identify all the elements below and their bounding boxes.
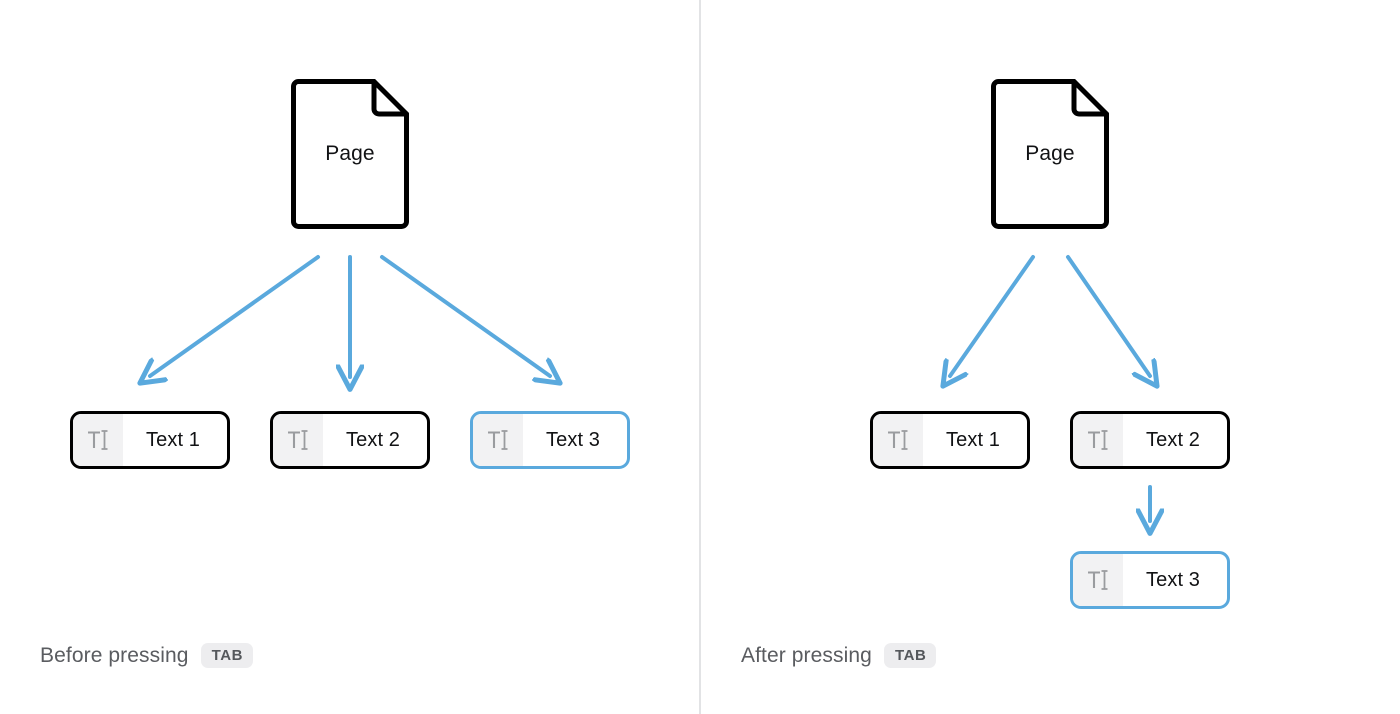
text-node-label: Text 3	[1146, 568, 1200, 591]
page-document-icon	[291, 79, 409, 229]
text-tool-icon	[1073, 554, 1123, 606]
text-node-text3-before[interactable]: Text 3	[470, 411, 630, 469]
text-tool-icon	[273, 414, 323, 466]
text-tool-icon	[1073, 414, 1123, 466]
text-node-label: Text 3	[546, 428, 600, 451]
caption-after-text: After pressing	[741, 643, 872, 667]
page-node-label: Page	[1025, 142, 1075, 165]
text-node-text1-after[interactable]: Text 1	[870, 411, 1030, 469]
text-node-label: Text 2	[1146, 428, 1200, 451]
panel-before: Page Text 1 Text 2	[0, 0, 699, 714]
text-node-label: Text 1	[946, 428, 1000, 451]
text-tool-icon	[873, 414, 923, 466]
keycap-tab-after: TAB	[883, 643, 937, 668]
text-tool-icon	[73, 414, 123, 466]
page-node-label: Page	[325, 142, 375, 165]
text-node-text2-after[interactable]: Text 2	[1070, 411, 1230, 469]
text-node-text3-after[interactable]: Text 3	[1070, 551, 1230, 609]
caption-before: Before pressing TAB	[40, 643, 254, 668]
caption-before-text: Before pressing	[40, 643, 189, 667]
text-node-text1-before[interactable]: Text 1	[70, 411, 230, 469]
page-node-before[interactable]: Page	[290, 78, 410, 230]
page-node-after[interactable]: Page	[990, 78, 1110, 230]
page-document-icon	[991, 79, 1109, 229]
text-node-label: Text 1	[146, 428, 200, 451]
panel-divider	[699, 0, 701, 714]
text-tool-icon	[473, 414, 523, 466]
panel-after: Page Text 1 Text 2	[700, 0, 1400, 714]
caption-after: After pressing TAB	[741, 643, 937, 668]
text-node-label: Text 2	[346, 428, 400, 451]
keycap-tab-before: TAB	[200, 643, 254, 668]
text-node-text2-before[interactable]: Text 2	[270, 411, 430, 469]
